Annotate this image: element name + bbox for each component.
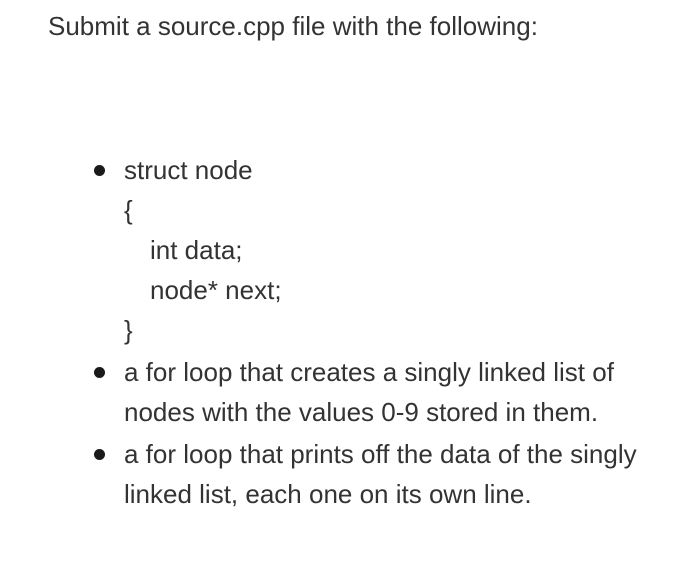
bullet-icon — [94, 449, 105, 460]
list-item-struct: struct node { int data; node* next; } — [48, 150, 680, 350]
list-item-print-loop: a for loop that prints off the data of t… — [48, 434, 680, 514]
bullet-icon — [94, 165, 105, 176]
open-brace-line: { — [124, 195, 133, 225]
struct-member-next-line: node* next; — [150, 275, 282, 305]
bullet-list: struct node { int data; node* next; } a … — [48, 150, 680, 514]
list-item-line: a for loop that creates a singly linked … — [124, 357, 614, 387]
list-item-line: a for loop that prints off the data of t… — [124, 439, 637, 469]
bullet-icon — [94, 367, 105, 378]
struct-member-data-line: int data; — [150, 235, 243, 265]
struct-declaration-line: struct node — [124, 155, 253, 185]
assignment-description: Submit a source.cpp file with the follow… — [48, 11, 680, 514]
close-brace-line: } — [124, 315, 133, 345]
page-title: Submit a source.cpp file with the follow… — [48, 11, 538, 41]
list-item-create-loop: a for loop that creates a singly linked … — [48, 352, 680, 432]
list-item-line: linked list, each one on its own line. — [124, 479, 532, 509]
list-item-line: nodes with the values 0-9 stored in them… — [124, 397, 599, 427]
